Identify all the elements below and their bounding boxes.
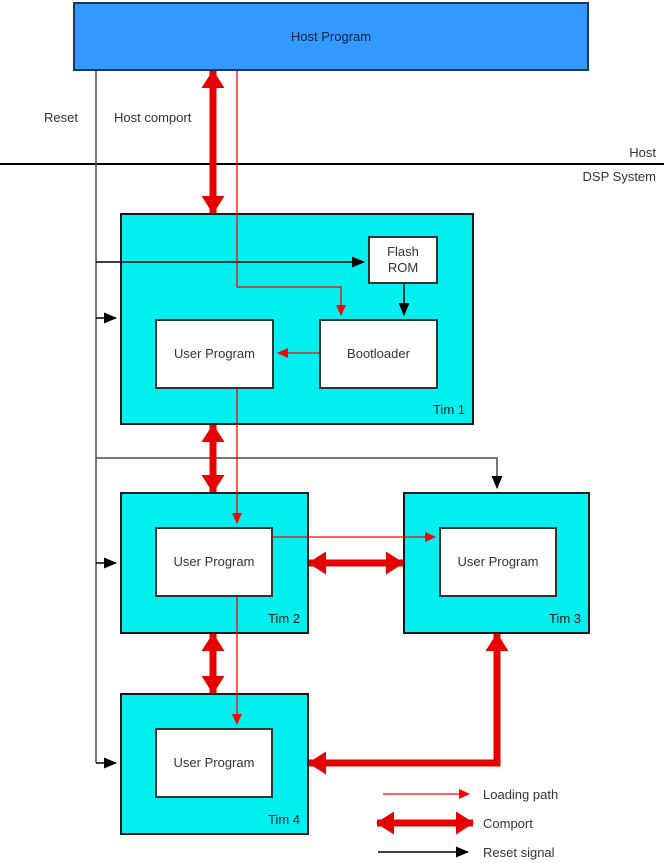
bootloader-box: Bootloader — [319, 319, 438, 389]
user-program-tim2-label: User Program — [173, 553, 255, 569]
legend-reset-signal-label: Reset signal — [483, 845, 555, 860]
reset-wire-label: Reset — [44, 110, 78, 125]
tim1-label: Tim 1 — [432, 402, 465, 417]
legend-comport-label: Comport — [483, 816, 533, 831]
reset-arrow-to-tim3 — [96, 457, 503, 489]
user-program-tim3-box: User Program — [439, 527, 557, 597]
tim2-box: Tim 2 — [120, 492, 309, 634]
user-program-tim3-label: User Program — [457, 553, 539, 569]
host-program-label: Host Program — [290, 29, 372, 44]
host-side-label: Host — [629, 145, 656, 160]
flash-rom-label: Flash ROM — [387, 243, 419, 275]
tim3-label: Tim 3 — [548, 611, 581, 626]
host-program-box: Host Program — [73, 2, 589, 71]
host-dsp-boundary-line — [0, 163, 664, 165]
user-program-tim2-box: User Program — [155, 527, 273, 597]
legend-loading-path-label: Loading path — [483, 787, 559, 802]
user-program-tim4-label: User Program — [173, 754, 255, 770]
comport-tim3-tim4 — [308, 633, 509, 775]
tim2-label: Tim 2 — [267, 611, 300, 626]
bootloader-label: Bootloader — [347, 345, 410, 361]
user-program-tim4-box: User Program — [155, 728, 273, 798]
user-program-tim1-label: User Program — [174, 345, 255, 361]
dsp-system-side-label: DSP System — [582, 169, 656, 184]
flash-rom-box: Flash ROM — [368, 236, 438, 284]
user-program-tim1-box: User Program — [155, 319, 274, 389]
tim4-label: Tim 4 — [267, 812, 300, 827]
host-comport-wire-label: Host comport — [114, 110, 192, 125]
